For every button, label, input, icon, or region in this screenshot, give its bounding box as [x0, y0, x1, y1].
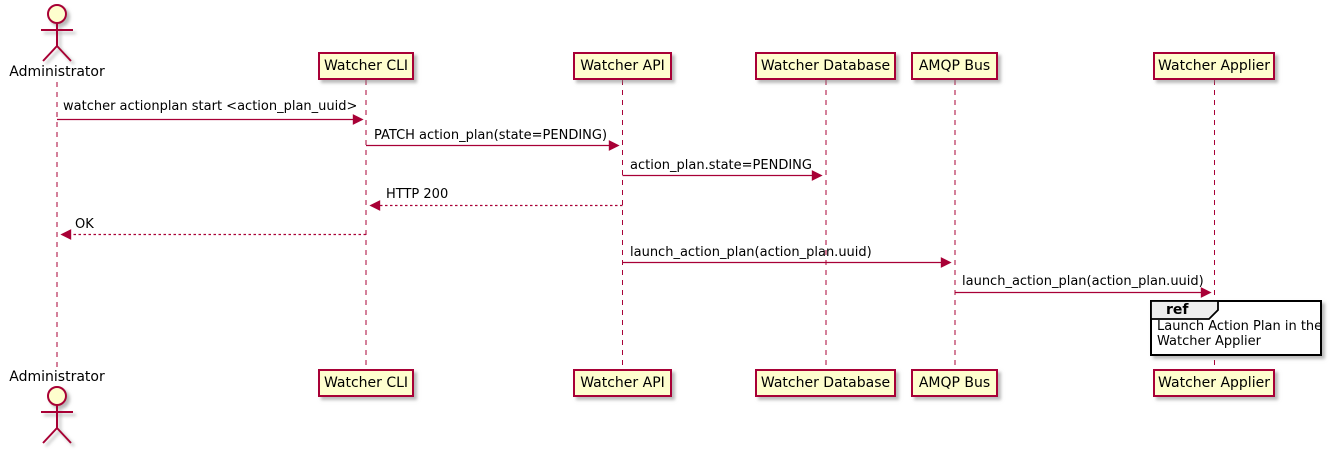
participant-amqp-bus-top: AMQP Bus: [911, 52, 998, 80]
message-label-ok: OK: [75, 217, 94, 232]
participant-watcher-database-top: Watcher Database: [755, 52, 896, 80]
actor-label-administrator-bottom: Administrator: [9, 369, 105, 385]
participant-watcher-applier-top: Watcher Applier: [1153, 52, 1275, 80]
ref-fragment: ref Launch Action Plan in the Watcher Ap…: [1150, 300, 1322, 356]
message-label-launch-action-plan-applier: launch_action_plan(action_plan.uuid): [962, 274, 1204, 289]
participant-watcher-api-top: Watcher API: [573, 52, 672, 80]
participant-amqp-bus-bottom: AMQP Bus: [911, 369, 998, 397]
actor-head: [47, 386, 67, 406]
ref-tab-shape: [1150, 300, 1219, 320]
ref-body-line-1: Launch Action Plan in the: [1157, 319, 1323, 334]
message-label-http-200: HTTP 200: [386, 187, 449, 202]
message-label-launch-action-plan-amqp: launch_action_plan(action_plan.uuid): [630, 245, 872, 260]
participant-watcher-applier-bottom: Watcher Applier: [1153, 369, 1275, 397]
participant-watcher-api-bottom: Watcher API: [573, 369, 672, 397]
ref-tag-label: ref: [1166, 302, 1189, 318]
message-arrows: [57, 114, 1212, 298]
actor-head: [47, 4, 67, 24]
participant-watcher-database-bottom: Watcher Database: [755, 369, 896, 397]
actor-label-administrator-top: Administrator: [9, 64, 105, 80]
participant-watcher-cli-bottom: Watcher CLI: [318, 369, 414, 397]
ref-body-text: Launch Action Plan in the Watcher Applie…: [1157, 319, 1323, 349]
lifelines: [56, 80, 1215, 369]
administrator-actor-figure-top: [41, 4, 73, 62]
message-label-state-pending: action_plan.state=PENDING: [630, 158, 812, 173]
ref-body-line-2: Watcher Applier: [1157, 333, 1261, 349]
message-label-patch-action-plan: PATCH action_plan(state=PENDING): [374, 128, 608, 143]
participant-watcher-cli-top: Watcher CLI: [318, 52, 414, 80]
message-label-actionplan-start: watcher actionplan start <action_plan_uu…: [63, 99, 358, 114]
administrator-actor-figure-bottom: [41, 386, 73, 444]
